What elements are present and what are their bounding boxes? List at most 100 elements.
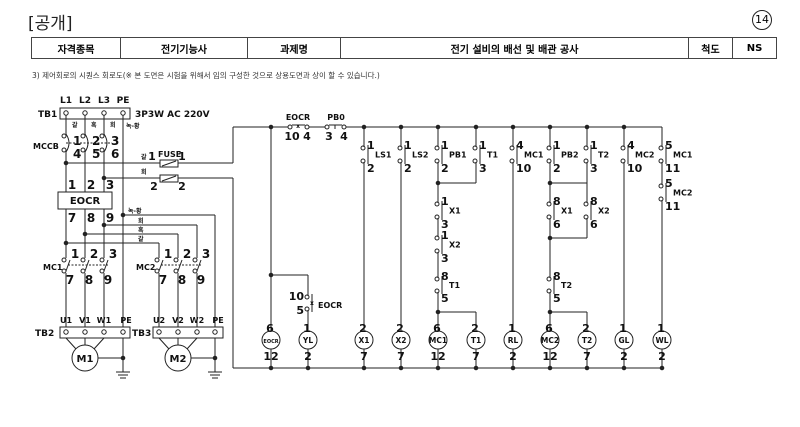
phase-label: L1 <box>60 96 72 106</box>
coil-rl <box>503 330 523 350</box>
mc-out-terminal: 7 <box>159 273 167 287</box>
eocr-label: EOCR <box>70 196 101 207</box>
mc-in-terminal: 2 <box>90 247 98 261</box>
coil-bottom-number: 7 <box>583 350 591 363</box>
cell-scale: NS <box>732 37 777 59</box>
pb0-contact <box>341 124 347 130</box>
mc-contact-top <box>173 257 179 263</box>
contact-number: 3 <box>590 162 598 175</box>
mccb-contact-bottom <box>61 147 67 153</box>
junction-dot <box>473 365 479 371</box>
wire-color-label: 회 <box>110 121 116 129</box>
contact-number: 3 <box>479 162 487 175</box>
cell-task: 전기 설비의 배선 및 배관 공사 <box>340 37 689 59</box>
contact-number: 3 <box>441 252 449 265</box>
coil-label: EOCR <box>263 339 278 345</box>
mccb-contact-top <box>80 133 86 139</box>
terminal-tb3 <box>175 329 181 335</box>
junction-dot <box>621 365 627 371</box>
mccb-terminal-number: 6 <box>111 147 119 161</box>
coil-top-number: 6 <box>266 322 274 335</box>
wire-color-label: 녹-황 <box>126 122 140 130</box>
wire-color-label: 흑 <box>91 121 97 129</box>
mccb-label: MCCB <box>33 142 59 151</box>
coil-eocr <box>261 330 281 350</box>
contact-number: 1 <box>479 139 487 152</box>
wire-color-label: 회 <box>138 217 144 225</box>
eocr-out-terminal: 8 <box>87 211 95 225</box>
tb3-terminal-label: W2 <box>190 316 204 325</box>
coil-bottom-number: 12 <box>430 350 445 363</box>
eocr-nc-mark: x <box>310 300 314 307</box>
terminal-tb2 <box>101 329 107 335</box>
mc-out-terminal: 8 <box>178 273 186 287</box>
contact-label: EOCR <box>286 113 310 122</box>
contact-number: 1 <box>441 229 449 242</box>
terminal-tb2 <box>82 329 88 335</box>
tb1-label: TB1 <box>38 110 57 120</box>
phase-label: PE <box>117 96 130 106</box>
coil-bottom-number: 7 <box>472 350 480 363</box>
junction-dot <box>547 180 553 186</box>
tb3-terminal-label: PE <box>212 316 223 325</box>
wire-color-label: 갈 <box>141 153 147 161</box>
contact-label: X2 <box>449 241 461 250</box>
tb3-label: TB3 <box>132 329 151 339</box>
contact-number: 4 <box>516 139 524 152</box>
pb0-contact <box>324 124 330 130</box>
tb2-terminal-label: V1 <box>79 316 91 325</box>
coil-label: YL <box>302 336 313 345</box>
mccb-breaker-arc <box>103 133 108 153</box>
eocr-in-terminal: 2 <box>87 178 95 192</box>
mccb-terminal-number: 4 <box>73 147 81 161</box>
cell-scale-label: 척도 <box>688 37 733 59</box>
junction-dot <box>547 365 553 371</box>
coil-bottom-number: 12 <box>542 350 557 363</box>
motor-label: M1 <box>77 354 94 365</box>
junction-dot <box>398 365 404 371</box>
coil-top-number: 6 <box>433 322 441 335</box>
motor-label: M2 <box>170 354 187 365</box>
contact-number: 1 <box>441 195 449 208</box>
eocr-out-terminal: 9 <box>106 211 114 225</box>
junction-dot <box>268 124 274 130</box>
mc-out-terminal: 9 <box>104 273 112 287</box>
coil-label: WL <box>655 336 668 345</box>
tb2-terminal-label: PE <box>120 316 131 325</box>
eocr-in-terminal: 1 <box>68 178 76 192</box>
tb3-terminal-label: U2 <box>153 316 165 325</box>
tb2-terminal-label: W1 <box>97 316 112 325</box>
wire-color-label: 갈 <box>138 235 144 243</box>
mccb-terminal-number: 3 <box>111 134 119 148</box>
mc-contact-top <box>61 257 67 263</box>
contact-number: 5 <box>665 139 673 152</box>
junction-dot <box>435 180 441 186</box>
mc-contact-blade <box>196 259 202 272</box>
junction-dot <box>659 365 665 371</box>
contact-number: 2 <box>404 162 412 175</box>
junction-dot <box>120 355 126 361</box>
mc-out-terminal: 9 <box>197 273 205 287</box>
coil-label: MC1 <box>429 336 447 345</box>
coil-bottom-number: 7 <box>360 350 368 363</box>
coil-label: T2 <box>582 336 592 345</box>
contact-label: T1 <box>487 151 498 160</box>
terminal-block-tb2 <box>59 326 131 339</box>
contact-number: 8 <box>441 270 449 283</box>
terminal-tb1 <box>82 110 88 116</box>
contact-number: 4 <box>340 130 348 143</box>
contact-number: 2 <box>441 162 449 175</box>
wire <box>93 337 105 350</box>
coil-t1 <box>466 330 486 350</box>
contact-number: 1 <box>367 139 375 152</box>
mccb-terminal-number: 2 <box>92 134 100 148</box>
contact-number: 3 <box>441 218 449 231</box>
mc-contact-top <box>154 257 160 263</box>
junction-dot <box>212 355 218 361</box>
eocr-block <box>57 191 113 210</box>
contact-number: 10 <box>516 162 532 175</box>
contact-label: EOCR <box>318 301 342 310</box>
junction-dot <box>398 124 404 130</box>
contact-label: T2 <box>598 151 609 160</box>
mc-contact-top <box>192 257 198 263</box>
